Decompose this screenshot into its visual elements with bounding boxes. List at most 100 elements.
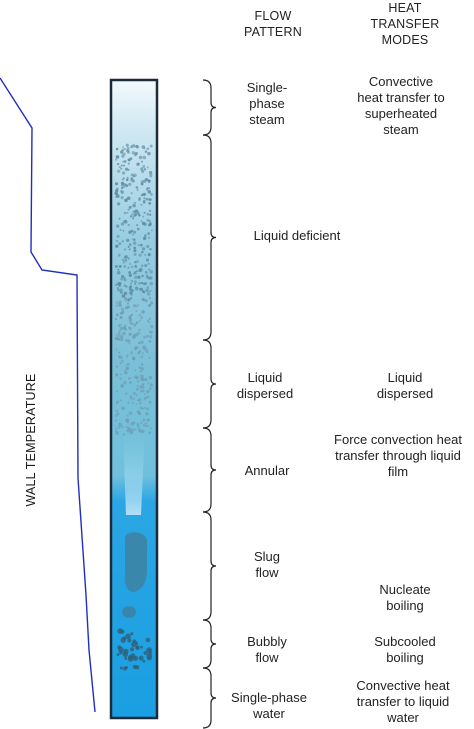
droplet [114, 419, 118, 422]
droplet [149, 144, 153, 148]
droplet [127, 246, 130, 248]
droplet [144, 234, 147, 237]
droplet [146, 418, 150, 422]
droplet [128, 320, 131, 323]
droplet [119, 303, 122, 306]
droplet [139, 430, 144, 434]
droplet [140, 363, 144, 366]
droplet [148, 400, 152, 404]
droplet [140, 220, 143, 223]
droplet [124, 198, 128, 203]
bubble [135, 645, 139, 649]
droplet [136, 209, 139, 212]
droplet [128, 262, 131, 265]
droplet [137, 162, 140, 166]
droplet [145, 274, 149, 277]
droplet [114, 318, 118, 321]
droplet [142, 165, 146, 168]
droplet [117, 268, 120, 271]
droplet [144, 270, 148, 274]
droplet [131, 356, 136, 361]
bubble [127, 638, 132, 643]
flow-pattern-single-phase-steam: Single- phase steam [246, 80, 288, 127]
droplet [130, 313, 133, 316]
bubble [143, 651, 148, 655]
wall-temperature-label: WALL TEMPERATURE [24, 373, 38, 507]
droplet [125, 426, 128, 428]
droplet [128, 248, 131, 251]
droplet [134, 282, 137, 286]
droplet [128, 273, 132, 277]
droplet [126, 366, 130, 370]
droplet [148, 201, 152, 205]
droplet [115, 409, 119, 413]
droplet [130, 322, 133, 325]
droplet [145, 299, 148, 302]
droplet [115, 158, 118, 161]
droplet [130, 279, 134, 283]
droplet [146, 212, 150, 216]
droplet [125, 178, 129, 182]
heat-transfer-nucleate-boiling: Nucleate boiling [379, 582, 431, 613]
bubble [130, 653, 136, 659]
droplet [146, 389, 150, 394]
droplet [140, 281, 144, 285]
droplet [126, 211, 129, 214]
droplet [136, 189, 139, 192]
droplet [141, 389, 145, 393]
droplet [143, 197, 146, 200]
droplet [133, 280, 137, 284]
droplet [136, 331, 141, 335]
droplet [134, 213, 138, 217]
droplet [115, 301, 118, 304]
droplet [147, 232, 151, 236]
droplet [142, 282, 146, 286]
droplet [115, 430, 118, 433]
droplet [144, 253, 147, 256]
droplet [121, 148, 125, 152]
droplet [149, 247, 152, 251]
droplet [120, 384, 124, 388]
droplet [133, 428, 136, 431]
bubble [146, 652, 153, 659]
droplet [124, 220, 128, 224]
droplet [145, 407, 149, 411]
flow-pattern-single-phase-water: Single-phase water [231, 690, 307, 721]
droplet [145, 412, 149, 416]
droplet [149, 297, 151, 300]
droplet [148, 268, 151, 271]
droplet [131, 397, 135, 401]
heat-transfer-liquid-dispersed: Liquid dispersed [376, 370, 434, 401]
bubble [125, 666, 128, 669]
droplet [136, 304, 140, 307]
droplet [149, 387, 152, 390]
droplet [131, 401, 134, 405]
droplet [141, 367, 144, 370]
droplet [140, 167, 144, 171]
droplet [140, 182, 144, 186]
flow-pattern-slug-flow: Slug flow [253, 549, 281, 580]
droplet [114, 191, 118, 196]
droplet [135, 186, 139, 189]
bubble [132, 664, 138, 670]
droplet [128, 271, 131, 274]
droplet [143, 211, 146, 214]
droplet [130, 229, 134, 233]
droplet [120, 196, 124, 200]
droplet [146, 166, 149, 169]
droplet [133, 249, 137, 253]
droplet [128, 381, 132, 384]
droplet [133, 145, 136, 148]
flow-pattern-liquid-dispersed: Liquid dispersed [236, 370, 294, 401]
droplet [115, 336, 119, 340]
droplet [143, 222, 147, 226]
droplet [115, 155, 120, 159]
droplet [150, 383, 153, 386]
droplet [131, 233, 135, 236]
bubble [123, 648, 129, 655]
droplet [129, 397, 132, 400]
droplet [128, 182, 132, 187]
bubble [120, 637, 127, 643]
brace [202, 667, 217, 729]
droplet [146, 286, 150, 289]
